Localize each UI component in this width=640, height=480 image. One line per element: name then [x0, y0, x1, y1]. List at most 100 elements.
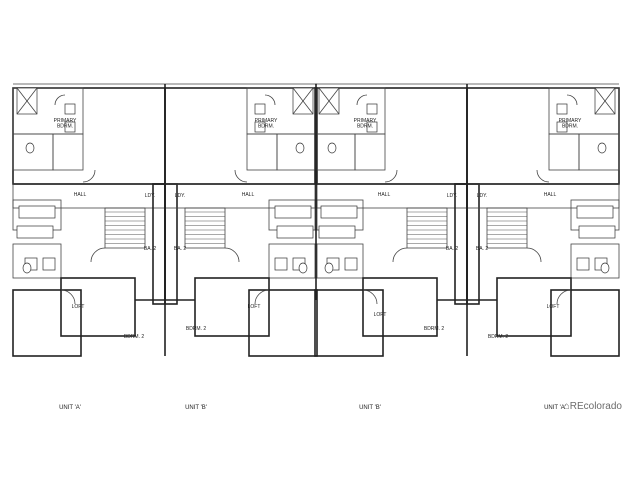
- door-swing-icon: [90, 247, 106, 263]
- room-label-loft: LOFT: [374, 312, 387, 318]
- sink-icon: [576, 257, 590, 271]
- building-outline: [12, 83, 620, 357]
- room-label-loft: LOFT: [547, 304, 560, 310]
- hall: [12, 183, 166, 209]
- unit-label: UNIT 'B': [185, 405, 207, 411]
- stair-well: [486, 207, 528, 249]
- stair-well: [104, 207, 146, 249]
- washer-icon: [18, 205, 56, 219]
- stair-well: [406, 207, 448, 249]
- door-swing-icon: [526, 247, 542, 263]
- tub-icon: [276, 225, 314, 239]
- loft: [60, 277, 136, 337]
- room-label-hall: HALL: [74, 192, 87, 198]
- primary-closet: [354, 133, 386, 171]
- sink-icon: [42, 257, 56, 271]
- room-label-ba2: BA. 2: [476, 246, 488, 252]
- room-label-hall: HALL: [242, 192, 255, 198]
- sink-icon: [344, 257, 358, 271]
- primary-closet: [52, 133, 84, 171]
- bedroom-2: [12, 289, 82, 357]
- side-bumpout: [152, 183, 166, 305]
- toilet-icon: [324, 262, 334, 274]
- sink-icon: [556, 121, 568, 133]
- door-swing-icon: [392, 247, 408, 263]
- sink-icon: [254, 103, 266, 115]
- door-swing-icon: [384, 169, 398, 183]
- room-label-primary-bdrm: PRIMARY: [354, 118, 377, 124]
- watermark-text: REcolorado: [569, 401, 622, 412]
- unit-labels: UNIT 'A' UNIT 'B' UNIT 'B' UNIT 'A': [59, 405, 566, 411]
- primary-closet: [246, 133, 278, 171]
- watermark-icon: ⌂: [563, 401, 570, 412]
- room-label-primary-bdrm: PRIMARY: [54, 118, 77, 124]
- room-label-hall: HALL: [544, 192, 557, 198]
- room-label-ldy: LDY.: [477, 193, 487, 199]
- hall: [314, 183, 468, 209]
- room-label-ba2: BA. 2: [446, 246, 458, 252]
- primary-wc: [578, 133, 620, 171]
- toilet-icon: [22, 262, 32, 274]
- sink-icon: [64, 103, 76, 115]
- door-swing-icon: [536, 169, 550, 183]
- primary-wc: [12, 133, 54, 171]
- primary-wc: [314, 133, 356, 171]
- door-swing-icon: [54, 94, 66, 106]
- watermark: ⌂REcolorado: [564, 401, 622, 412]
- door-swing-icon: [556, 289, 572, 305]
- loft: [362, 277, 438, 337]
- door-swing-icon: [566, 94, 578, 106]
- door-swing-icon: [356, 94, 368, 106]
- bedroom-2: [248, 289, 318, 357]
- toilet-icon: [600, 262, 610, 274]
- unit-plan: [152, 83, 318, 357]
- room-label-ldy: LDY.: [175, 193, 185, 199]
- unit-label: UNIT 'A': [544, 405, 566, 411]
- sink-icon: [556, 103, 568, 115]
- room-label-ldy: LDY.: [447, 193, 457, 199]
- toilet-icon: [327, 142, 337, 154]
- shower-icon: [318, 87, 340, 115]
- bedroom-2: [550, 289, 620, 357]
- room-label-primary-bdrm: BDRM.: [562, 124, 578, 130]
- unit-label: UNIT 'A': [59, 405, 81, 411]
- toilet-icon: [295, 142, 305, 154]
- washer-icon: [274, 205, 312, 219]
- door-swing-icon: [234, 169, 248, 183]
- sink-icon: [274, 257, 288, 271]
- side-bumpout: [164, 183, 178, 305]
- loft: [194, 277, 270, 337]
- bath-2: [570, 243, 620, 279]
- room-label-primary-bdrm: PRIMARY: [559, 118, 582, 124]
- loft: [496, 277, 572, 337]
- unit-plan: [12, 83, 178, 357]
- sink-icon: [254, 121, 266, 133]
- room-label-bdrm2: BDRM. 2: [124, 334, 145, 340]
- toilet-icon: [25, 142, 35, 154]
- room-label-ldy: LDY.: [145, 193, 155, 199]
- toilet-icon: [597, 142, 607, 154]
- room-label-primary-bdrm: BDRM.: [357, 124, 373, 130]
- room-label-ba2: BA. 2: [174, 246, 186, 252]
- bath-2: [12, 243, 62, 279]
- unit-label: UNIT 'B': [359, 405, 381, 411]
- room-label-loft: LOFT: [248, 304, 261, 310]
- door-swing-icon: [264, 94, 276, 106]
- door-swing-icon: [60, 289, 76, 305]
- room-label-primary-bdrm: BDRM.: [258, 124, 274, 130]
- room-label-ba2: BA. 2: [144, 246, 156, 252]
- shower-icon: [594, 87, 616, 115]
- bath-2: [314, 243, 364, 279]
- sink-icon: [366, 121, 378, 133]
- shower-icon: [292, 87, 314, 115]
- primary-wc: [276, 133, 318, 171]
- side-bumpout: [454, 183, 468, 305]
- sink-icon: [366, 103, 378, 115]
- door-swing-icon: [82, 169, 96, 183]
- toilet-icon: [298, 262, 308, 274]
- washer-icon: [320, 205, 358, 219]
- room-label-hall: HALL: [378, 192, 391, 198]
- sink-icon: [64, 121, 76, 133]
